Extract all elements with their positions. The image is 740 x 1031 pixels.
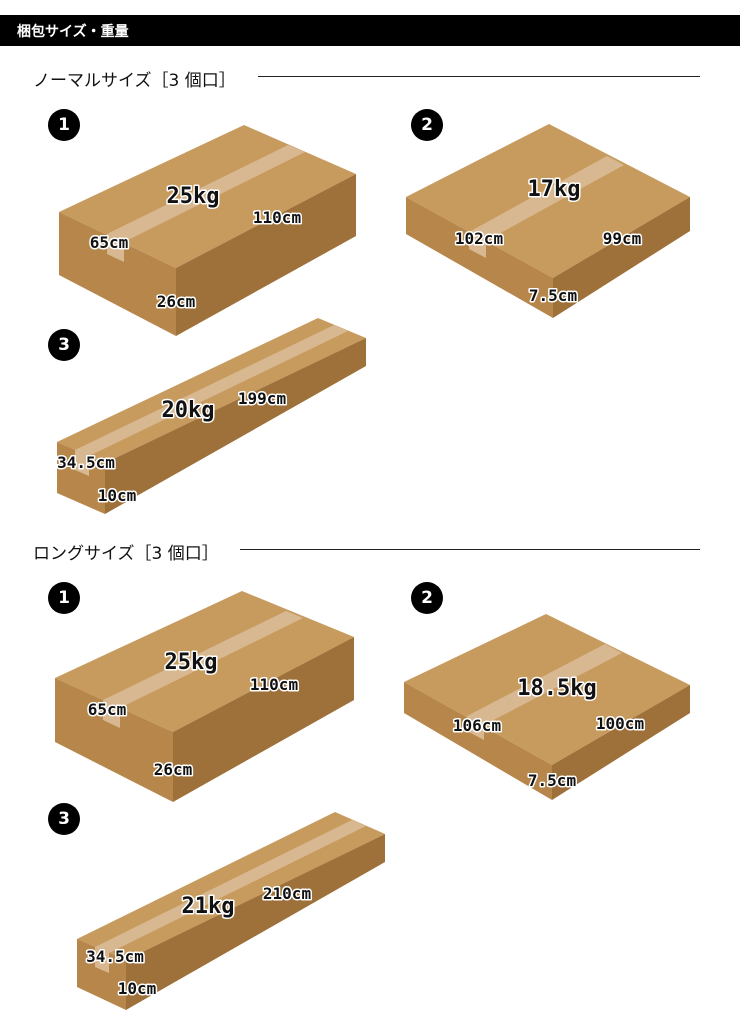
box-right-face	[105, 338, 366, 514]
length-label: 199cm	[238, 389, 287, 408]
height-label: 10cm	[118, 979, 157, 998]
width-label: 34.5cm	[57, 453, 115, 472]
length-label: 99cm	[603, 229, 642, 248]
item-number-badge: 2	[411, 109, 443, 141]
box-right-face	[553, 197, 690, 318]
box-left-face	[77, 939, 126, 1010]
weight-label: 17kg	[528, 177, 581, 202]
box-right-face	[126, 834, 385, 1010]
packing-tape	[107, 234, 124, 262]
weight-label: 25kg	[165, 650, 218, 675]
section-divider	[258, 76, 700, 77]
section-title-long: ロングサイズ［3 個口］	[33, 544, 219, 564]
packing-tape	[103, 611, 303, 708]
packing-tape	[103, 700, 120, 728]
box-left-face	[404, 682, 552, 800]
item-number-badge: 3	[48, 329, 80, 361]
weight-label: 25kg	[167, 184, 220, 209]
weight-label: 18.5kg	[517, 676, 596, 701]
height-label: 26cm	[157, 292, 196, 311]
packing-tape	[467, 716, 484, 740]
packing-tape	[95, 820, 366, 953]
packing-tape	[107, 145, 305, 242]
height-label: 7.5cm	[529, 286, 578, 305]
width-label: 65cm	[88, 700, 127, 719]
height-label: 10cm	[98, 486, 137, 505]
length-label: 100cm	[596, 714, 645, 733]
box-left-face	[57, 442, 105, 514]
packing-tape	[75, 325, 348, 456]
box-right-face	[176, 174, 356, 336]
section-title-normal: ノーマルサイズ［3 個口］	[33, 71, 236, 91]
header-bar: 梱包サイズ・重量	[0, 15, 740, 46]
width-label: 34.5cm	[86, 947, 144, 966]
height-label: 26cm	[154, 760, 193, 779]
packing-tape	[467, 644, 622, 725]
packing-tape	[469, 232, 486, 258]
packing-tape	[95, 947, 109, 973]
length-label: 210cm	[263, 884, 312, 903]
section-divider	[240, 549, 700, 550]
item-number-badge: 2	[411, 582, 443, 614]
length-label: 110cm	[253, 208, 302, 227]
box-left-face	[406, 197, 553, 318]
length-label: 110cm	[250, 675, 299, 694]
height-label: 7.5cm	[528, 771, 577, 790]
width-label: 65cm	[90, 233, 129, 252]
box-left-face	[55, 678, 173, 802]
packing-tape	[75, 450, 89, 476]
box-right-face	[173, 637, 354, 802]
packing-tape	[469, 156, 624, 241]
item-number-badge: 3	[48, 803, 80, 835]
item-number-badge: 1	[48, 109, 80, 141]
width-label: 102cm	[455, 229, 504, 248]
item-number-badge: 1	[48, 582, 80, 614]
width-label: 106cm	[453, 716, 502, 735]
weight-label: 20kg	[162, 398, 215, 423]
box-right-face	[552, 685, 690, 800]
weight-label: 21kg	[182, 894, 235, 919]
box-left-face	[59, 212, 176, 336]
header-title: 梱包サイズ・重量	[17, 24, 129, 40]
